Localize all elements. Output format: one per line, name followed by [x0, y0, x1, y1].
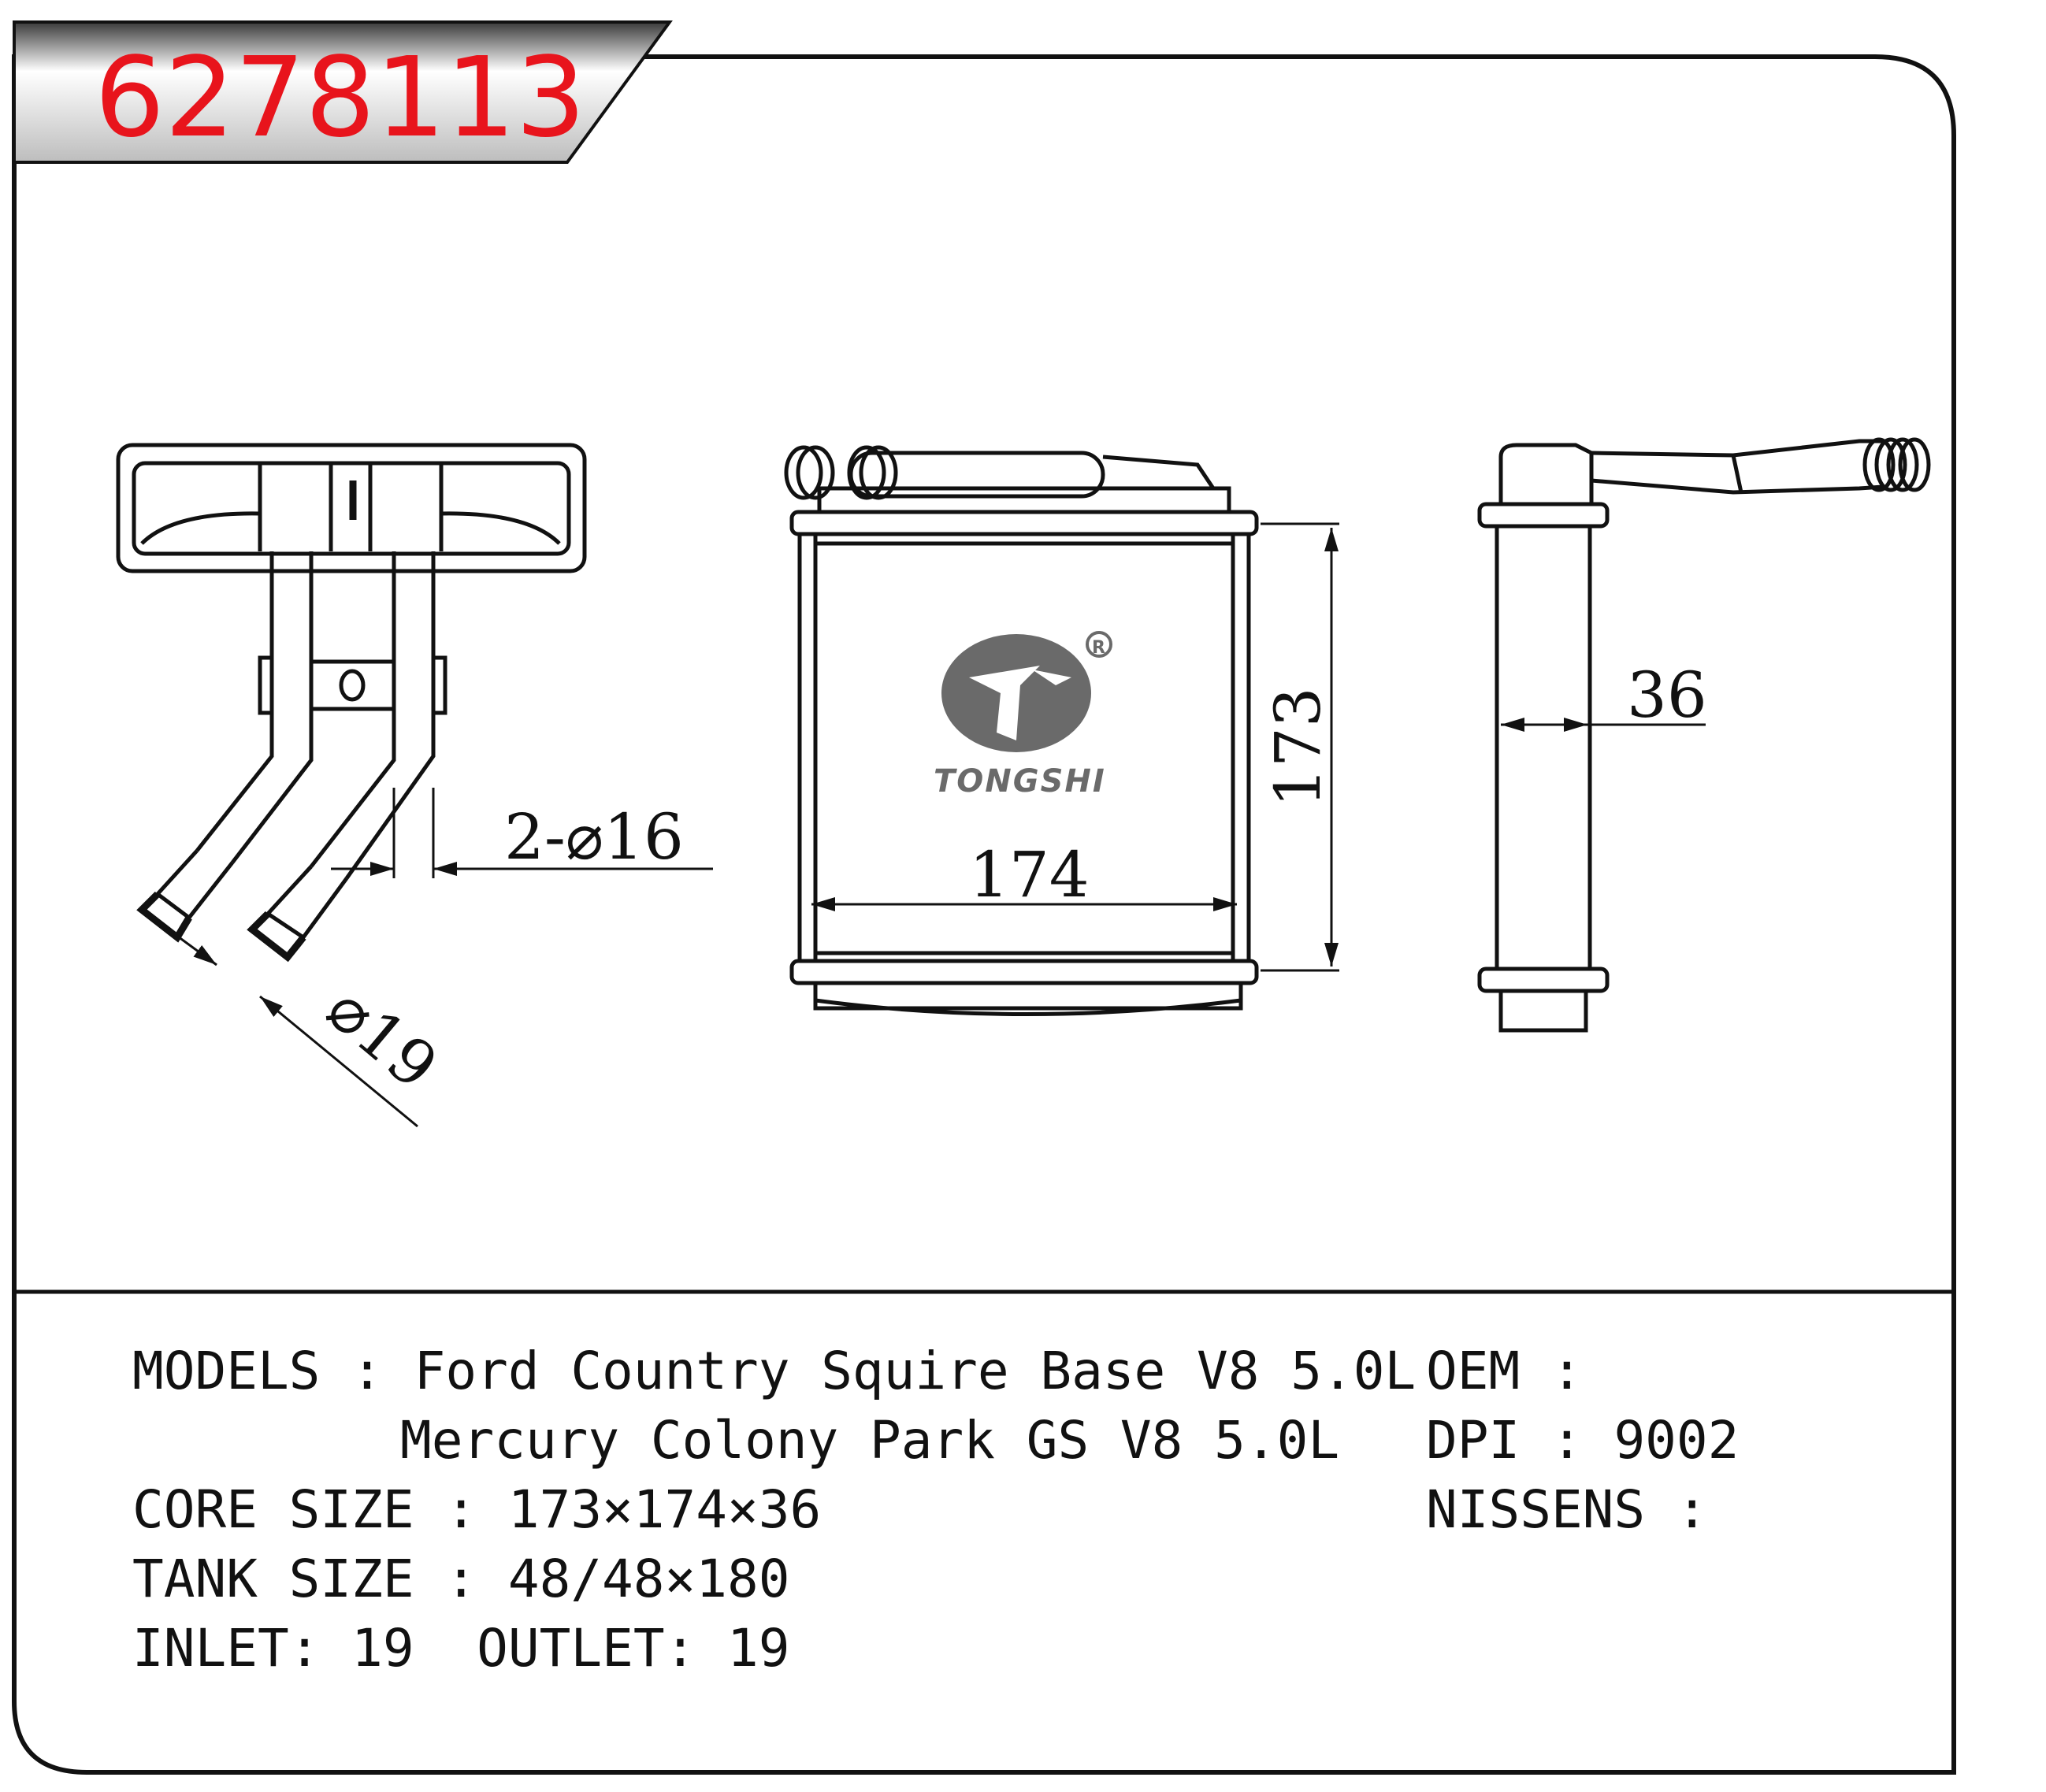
- core-size-value: 173×174×36: [507, 1479, 822, 1540]
- nissens-label: NISSENS: [1426, 1479, 1646, 1540]
- height-label: 173: [1261, 687, 1335, 807]
- svg-text:R: R: [1092, 638, 1105, 658]
- model-1: Ford Country Squire Base V8 5.0L: [414, 1341, 1417, 1401]
- width-dimension: 174: [811, 838, 1237, 911]
- outlet-value: 19: [727, 1618, 790, 1679]
- outlet-label: OUTLET: [477, 1618, 665, 1679]
- spec-inlet-outlet-row: INLET: 19 OUTLET: 19: [132, 1618, 790, 1679]
- dpi-value: 9002: [1613, 1410, 1740, 1471]
- width-label: 174: [969, 838, 1090, 911]
- outer-frame: [12, 54, 1956, 1775]
- inlet-label: INLET: [132, 1618, 289, 1679]
- models-label: MODELS: [132, 1341, 321, 1401]
- side-view: [1477, 437, 1931, 1033]
- pipe-dia-label: 2-⌀16: [504, 800, 684, 874]
- tank-size-value: 48/48×180: [507, 1549, 790, 1609]
- inlet-dia-dimension: ⌀19: [157, 920, 451, 1128]
- inlet-dia-label: ⌀19: [314, 971, 451, 1104]
- top-view: [116, 443, 587, 963]
- spec-oem-row: OEM :: [1426, 1341, 1614, 1401]
- spec-core-size-row: CORE SIZE : 173×174×36: [132, 1479, 822, 1540]
- inlet-value: 19: [351, 1618, 414, 1679]
- spec-tank-size-row: TANK SIZE : 48/48×180: [132, 1549, 790, 1609]
- dpi-label: DPI: [1426, 1410, 1521, 1471]
- title-tab: [13, 20, 673, 164]
- depth-label: 36: [1627, 659, 1707, 732]
- depth-dimension: 36: [1501, 659, 1707, 732]
- spec-nissens-row: NISSENS :: [1426, 1479, 1740, 1540]
- pipe-dia-dimension: 2-⌀16: [331, 788, 713, 878]
- spec-models-row: MODELS : Ford Country Squire Base V8 5.0…: [132, 1341, 1417, 1401]
- part-number: 6278113: [95, 34, 586, 162]
- tank-size-label: TANK SIZE: [132, 1549, 414, 1609]
- brand-logo: R TONGSHI: [934, 631, 1112, 800]
- spec-dpi-row: DPI : 9002: [1426, 1410, 1740, 1471]
- oem-label: OEM: [1426, 1341, 1521, 1401]
- core-size-label: CORE SIZE: [132, 1479, 414, 1540]
- brand-name: TONGSHI: [934, 763, 1106, 800]
- front-view: [784, 445, 1259, 1016]
- spec-model-2: Mercury Colony Park GS V8 5.0L: [400, 1410, 1340, 1471]
- height-dimension: 173: [1261, 522, 1339, 972]
